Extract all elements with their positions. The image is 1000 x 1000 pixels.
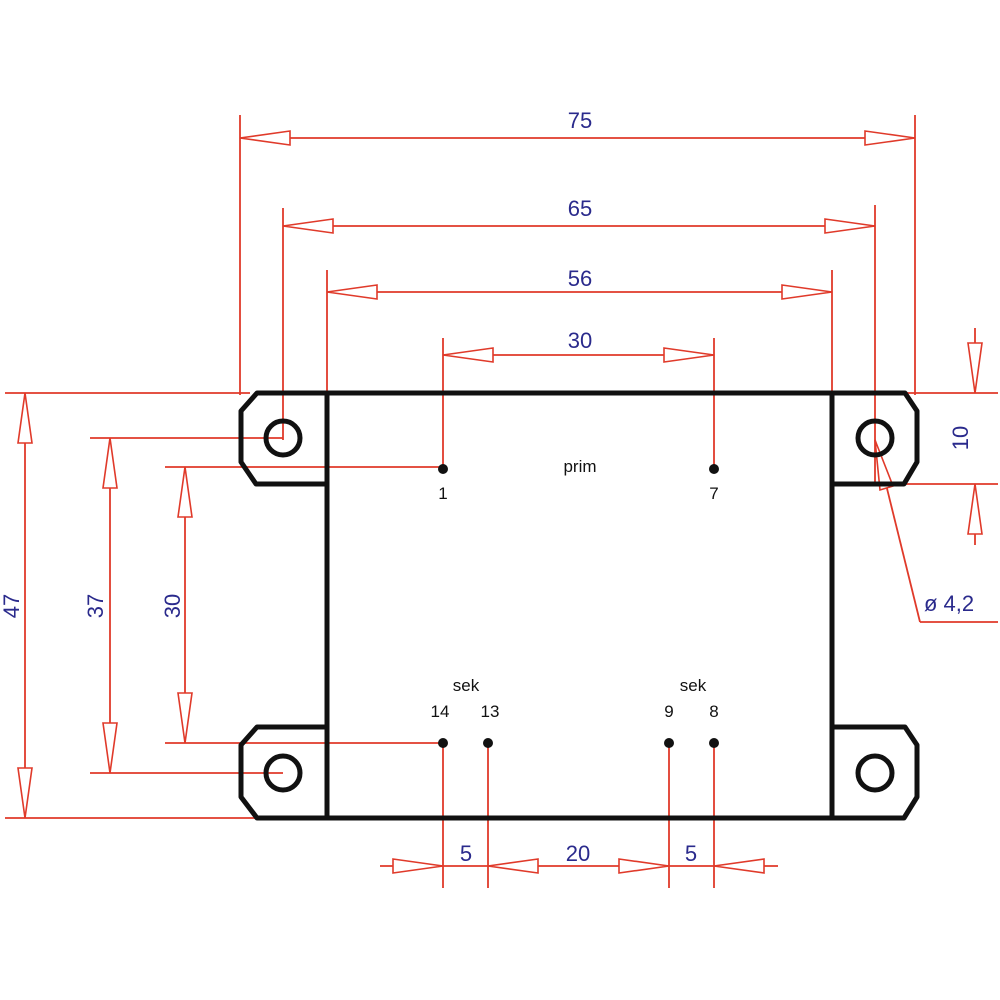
- mounting-hole-top-left: [263, 418, 303, 458]
- dim-text-30-top: 30: [568, 328, 592, 353]
- label-pin-7: 7: [709, 484, 718, 503]
- pins: [438, 464, 719, 748]
- label-prim: prim: [563, 457, 596, 476]
- pin-9: [664, 738, 674, 748]
- pin-13: [483, 738, 493, 748]
- mounting-hole-top-right: [855, 418, 895, 458]
- dim-text-10: 10: [948, 426, 973, 450]
- arrow-30top-left: [442, 347, 494, 363]
- pin-7: [709, 464, 719, 474]
- dim-text-47: 47: [0, 594, 24, 618]
- mounting-flange-bottom-left: [238, 724, 327, 821]
- label-pin-1: 1: [438, 484, 447, 503]
- arrow-10-bottom: [967, 483, 983, 535]
- arrow-5left-b: [487, 858, 539, 874]
- label-pin-14: 14: [431, 702, 450, 721]
- dimension-values: 75 65 56 30 47 37 30 10 ø 4,2 5 20 5: [0, 108, 974, 866]
- label-sek-right: sek: [680, 676, 707, 695]
- dim-text-5-left: 5: [460, 841, 472, 866]
- arrow-5left-a: [392, 858, 444, 874]
- arrow-10-top: [967, 342, 983, 394]
- arrowheads: [17, 130, 983, 874]
- dim-text-5-right: 5: [685, 841, 697, 866]
- arrow-47-bottom: [17, 767, 33, 819]
- pin-1: [438, 464, 448, 474]
- arrow-5right-b: [713, 858, 765, 874]
- dim-text-75: 75: [568, 108, 592, 133]
- label-pin-9: 9: [664, 702, 673, 721]
- label-pin-8: 8: [709, 702, 718, 721]
- mounting-flange-top-right: [832, 390, 920, 487]
- mounting-flange-bottom-right: [832, 724, 920, 821]
- arrow-65-left: [282, 218, 334, 234]
- arrow-20-right: [618, 858, 670, 874]
- arrow-37-top: [102, 437, 118, 489]
- arrow-75-right: [864, 130, 916, 146]
- label-pin-13: 13: [481, 702, 500, 721]
- pin-8: [709, 738, 719, 748]
- arrow-65-right: [824, 218, 876, 234]
- arrow-56-left: [326, 284, 378, 300]
- dim-text-65: 65: [568, 196, 592, 221]
- pin-14: [438, 738, 448, 748]
- arrow-56-right: [781, 284, 833, 300]
- dim-text-56: 56: [568, 266, 592, 291]
- arrow-37-bottom: [102, 722, 118, 774]
- mounting-hole-bottom-left: [263, 753, 303, 793]
- mounting-flange-top-left: [238, 390, 327, 487]
- arrow-75-left: [239, 130, 291, 146]
- arrow-47-top: [17, 392, 33, 444]
- pin-labels: prim 1 7 sek sek 14 13 9 8: [431, 457, 719, 721]
- arrow-30left-top: [177, 466, 193, 518]
- dim-text-30-left: 30: [160, 594, 185, 618]
- dim-text-hole-diameter: ø 4,2: [924, 591, 974, 616]
- dimension-lines: [5, 115, 998, 888]
- arrow-30top-right: [663, 347, 715, 363]
- arrow-30left-bottom: [177, 692, 193, 744]
- dim-text-37: 37: [83, 594, 108, 618]
- label-sek-left: sek: [453, 676, 480, 695]
- dim-text-20: 20: [566, 841, 590, 866]
- mounting-hole-bottom-right: [855, 753, 895, 793]
- transformer-body: [324, 390, 835, 821]
- transformer-outline: [238, 390, 920, 821]
